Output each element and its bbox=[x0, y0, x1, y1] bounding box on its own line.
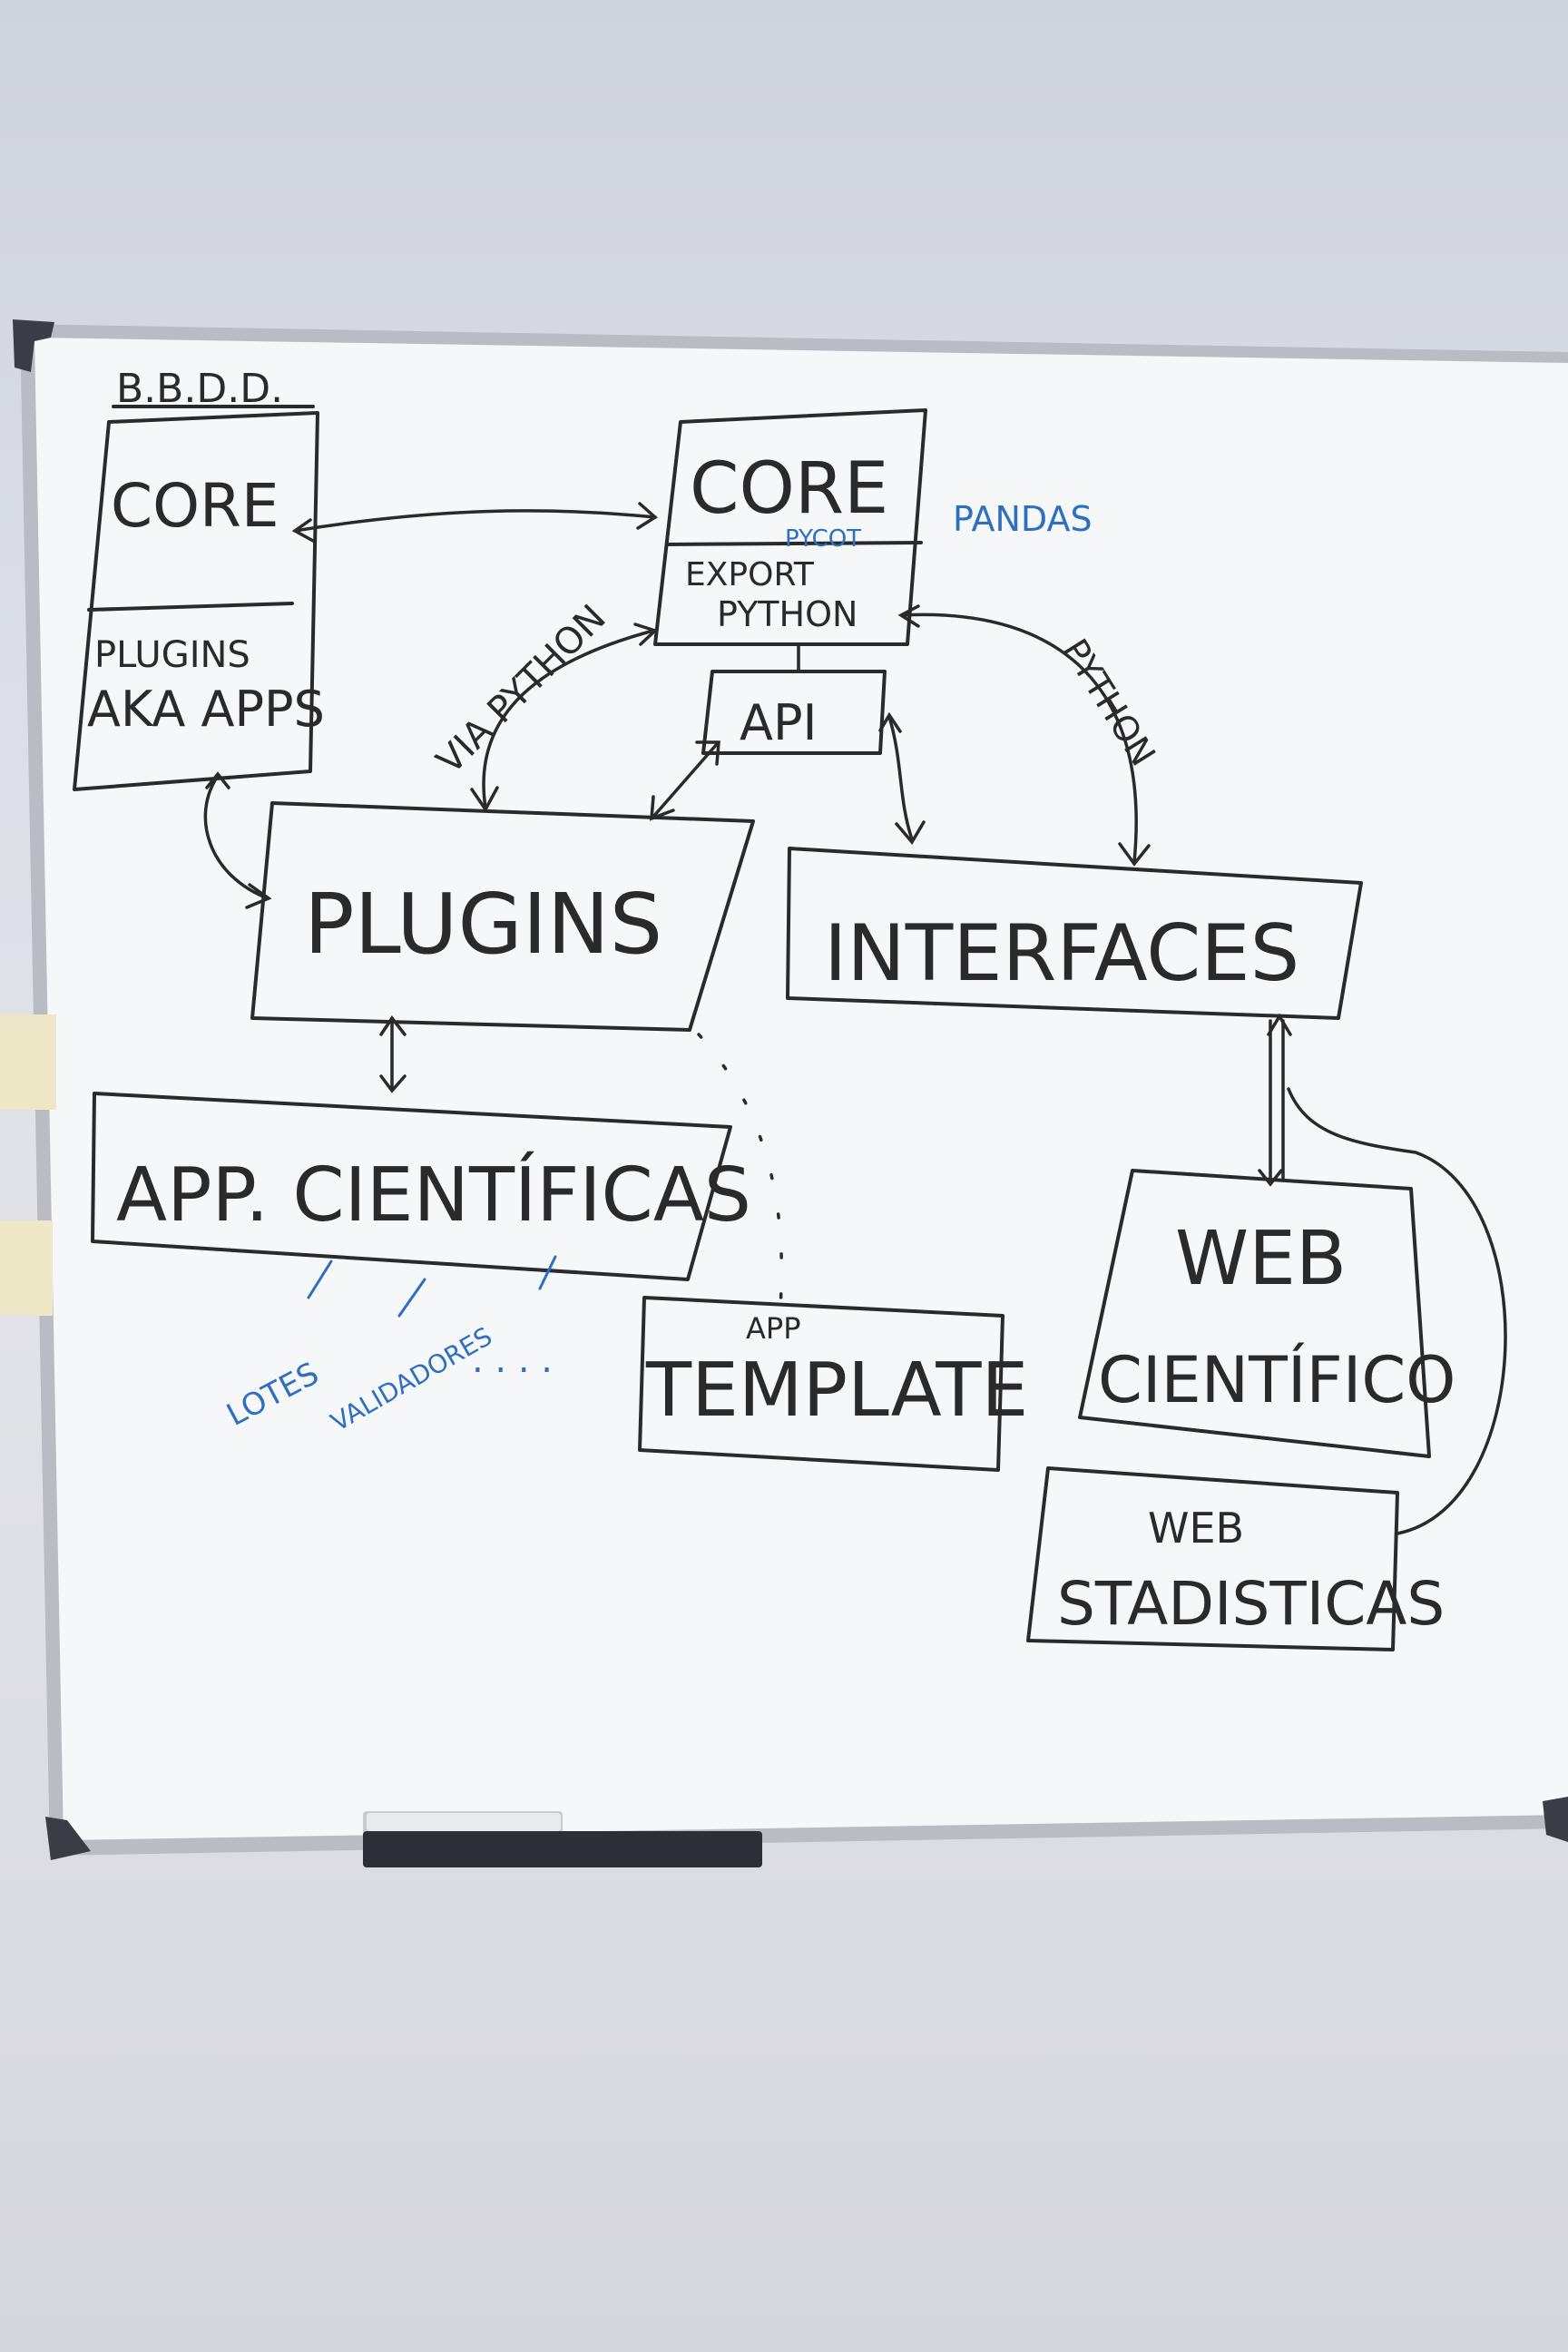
bbdd-divider bbox=[87, 602, 294, 612]
arrowhead-icon bbox=[636, 502, 658, 530]
via-python-connector bbox=[482, 629, 655, 809]
web-stadisticas-title: WEB bbox=[1148, 1504, 1244, 1553]
web-cientifico-label: CIENTÍFICO bbox=[1098, 1343, 1455, 1417]
eraser bbox=[363, 1831, 762, 1867]
arrowhead-icon bbox=[650, 795, 675, 821]
interfaces-label: INTERFACES bbox=[824, 908, 1299, 999]
arrowhead-icon bbox=[633, 622, 659, 646]
bbdd-plugins-label: PLUGINS bbox=[94, 634, 250, 676]
arrowhead-icon bbox=[379, 1074, 407, 1093]
interfaces-box bbox=[786, 847, 1363, 1020]
arrowhead-icon bbox=[897, 604, 920, 628]
core-python-label: PYTHON bbox=[717, 594, 858, 634]
core-title-label: CORE bbox=[690, 448, 888, 530]
app-template-box bbox=[638, 1296, 1004, 1472]
corner-cap-icon bbox=[45, 1817, 91, 1860]
app-template-label: TEMPLATE bbox=[645, 1348, 1028, 1434]
diagram-connectors bbox=[203, 502, 1507, 1535]
app-cientificas-label: APP. CIENTÍFICAS bbox=[116, 1152, 751, 1239]
app-cientificas-box bbox=[91, 1092, 732, 1281]
plugins-label: PLUGINS bbox=[304, 876, 662, 973]
api-plugins-connector bbox=[652, 742, 719, 818]
bbdd-title: B.B.D.D. bbox=[116, 366, 283, 412]
web-cientifico-title: WEB bbox=[1175, 1216, 1347, 1302]
api-box bbox=[701, 670, 887, 755]
arrowhead-icon bbox=[1258, 1169, 1283, 1187]
web-cientifico-box bbox=[1078, 1169, 1431, 1458]
api-label: API bbox=[740, 694, 817, 751]
stadisticas-interfaces-connector bbox=[1287, 1087, 1507, 1535]
bbdd-core-connector bbox=[293, 509, 657, 533]
core-export-label: EXPORT bbox=[685, 556, 815, 593]
api-interfaces-connector bbox=[887, 715, 914, 841]
python-connector bbox=[901, 612, 1138, 864]
arrowhead-icon bbox=[1267, 1013, 1292, 1036]
core-box bbox=[653, 408, 927, 646]
arrowhead-icon bbox=[291, 518, 315, 543]
pycot-label: PYCOT bbox=[785, 525, 861, 553]
sticky-note bbox=[0, 1014, 56, 1110]
app-template-small-label: APP bbox=[746, 1311, 800, 1346]
arrowhead-icon bbox=[205, 771, 230, 789]
pandas-label: PANDAS bbox=[953, 499, 1093, 539]
arrowhead-icon bbox=[379, 1015, 407, 1036]
sticky-note bbox=[0, 1220, 53, 1316]
corner-cap-icon bbox=[1543, 1797, 1568, 1842]
web-stadisticas-box bbox=[1026, 1466, 1399, 1651]
blue-annotation-strokes bbox=[307, 1255, 557, 1318]
corner-cap-icon bbox=[13, 319, 54, 372]
bbdd-plugins-connector bbox=[203, 774, 270, 900]
bbdd-box bbox=[73, 411, 319, 791]
arrowhead-icon bbox=[695, 740, 720, 766]
bbdd-core-label: CORE bbox=[111, 471, 279, 541]
arrowhead-icon bbox=[245, 883, 272, 909]
diagram-boxes bbox=[73, 405, 1431, 1651]
arrowhead-icon bbox=[895, 820, 926, 846]
ellipsis-label: . . . . bbox=[472, 1339, 553, 1381]
plugins-template-dashed-connector bbox=[697, 1033, 784, 1308]
arrowhead-icon bbox=[878, 711, 902, 733]
core-divider bbox=[665, 541, 923, 546]
arrowhead-icon bbox=[1118, 842, 1151, 867]
web-stadisticas-label: STADISTICAS bbox=[1057, 1569, 1445, 1639]
whiteboard bbox=[0, 319, 1568, 1867]
plugins-box bbox=[250, 801, 755, 1032]
bbdd-aka-apps-label: AKA APPS bbox=[87, 681, 325, 738]
arrowhead-icon bbox=[470, 786, 499, 813]
